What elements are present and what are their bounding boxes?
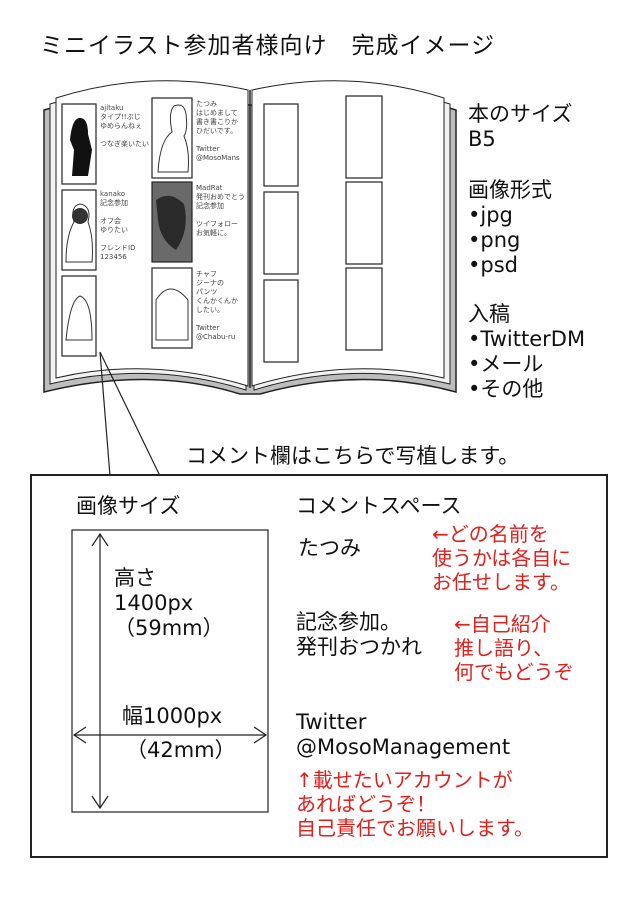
spec-size-label: 本のサイズ xyxy=(468,102,573,126)
callout-line xyxy=(99,351,111,477)
book-entry: kanako 記念参加 オフ会 ゆりたい フレンドID 123456 xyxy=(100,190,150,262)
spec-format: 画像形式 •jpg •png •psd xyxy=(468,178,552,278)
entry-name: kanako xyxy=(100,190,126,198)
name-annotation: ←どの名前を 使うかは各自に お任せします。 xyxy=(432,522,572,594)
empty-frame xyxy=(345,267,383,351)
spec-format-item: •png xyxy=(468,228,521,252)
comment-space-label: コメントスペース xyxy=(296,494,462,518)
image-frame xyxy=(71,529,269,813)
entry-name: ajitaku xyxy=(100,104,124,112)
page-title: ミニイラスト参加者様向け 完成イメージ xyxy=(40,33,496,59)
image-size-diagram xyxy=(71,529,269,813)
right-page-frames xyxy=(263,95,383,363)
width-mm: （42mm） xyxy=(126,738,236,762)
height-dimension: 高さ 1400px （59mm） xyxy=(114,566,224,641)
height-px: 1400px xyxy=(114,591,194,615)
spec-format-item: •psd xyxy=(468,253,518,277)
comment-typeset-note: コメント欄はこちらで写植します。 xyxy=(186,444,520,468)
book-entry: ajitaku タイプ!!ぷじ ゆめらんねぇ つなぎ楽いたい xyxy=(100,104,149,148)
spec-size: 本のサイズ B5 xyxy=(468,102,572,152)
book-entry: MadRat 発刊おめでとう 記念参加 ツイフォロー お気軽に。 xyxy=(196,184,245,237)
spec-format-label: 画像形式 xyxy=(468,178,552,202)
account-annotation: ↑載せたいアカウントが あればどうぞ！ 自己責任でお願いします。 xyxy=(296,768,534,840)
character-illustration xyxy=(156,195,186,250)
sample-comment: 記念参加。 発刊おつかれ xyxy=(296,610,422,659)
book-entry: たつみ はじめまして 書き書こりか ひだいです。 Twitter @MosoMa… xyxy=(196,100,246,163)
empty-frame xyxy=(263,191,299,275)
image-size-label: 画像サイズ xyxy=(76,494,181,518)
sample-account: Twitter @MosoManagement xyxy=(296,710,511,759)
height-mm: （59mm） xyxy=(114,616,224,640)
sample-name: たつみ xyxy=(298,536,361,560)
character-illustration xyxy=(157,104,189,173)
character-illustration xyxy=(65,295,93,341)
empty-frame xyxy=(345,181,383,265)
detail-panel xyxy=(30,474,608,858)
spec-format-item: •jpg xyxy=(468,203,513,227)
spec-submit-item: •メール xyxy=(468,352,544,376)
callout-line xyxy=(99,351,161,477)
spec-size-value: B5 xyxy=(468,127,496,151)
entry-name: MadRat xyxy=(196,184,223,192)
open-book-illustration xyxy=(43,80,457,477)
spec-submit-item: •その他 xyxy=(468,377,544,401)
comment-annotation: ←自己紹介 推し語り、 何でもどうぞ xyxy=(454,612,574,684)
spec-submit: 入稿 •TwitterDM •メール •その他 xyxy=(468,302,585,402)
empty-frame xyxy=(263,279,299,363)
left-page-frames xyxy=(61,97,193,357)
empty-frame xyxy=(345,95,383,179)
spec-submit-label: 入稿 xyxy=(468,302,510,326)
entry-name: たつみ xyxy=(196,100,217,108)
height-label: 高さ xyxy=(114,566,156,590)
book-entry: チャフ ジーナの パンツ くんかくんか したい。 Twitter @Chabu-… xyxy=(196,270,246,342)
entry-name: チャフ xyxy=(196,270,217,278)
width-px: 幅1000px xyxy=(120,704,225,729)
character-illustration xyxy=(70,118,92,176)
character-illustration xyxy=(72,208,88,224)
spec-submit-item: •TwitterDM xyxy=(468,327,586,351)
empty-frame xyxy=(263,103,299,187)
character-illustration xyxy=(155,288,189,341)
